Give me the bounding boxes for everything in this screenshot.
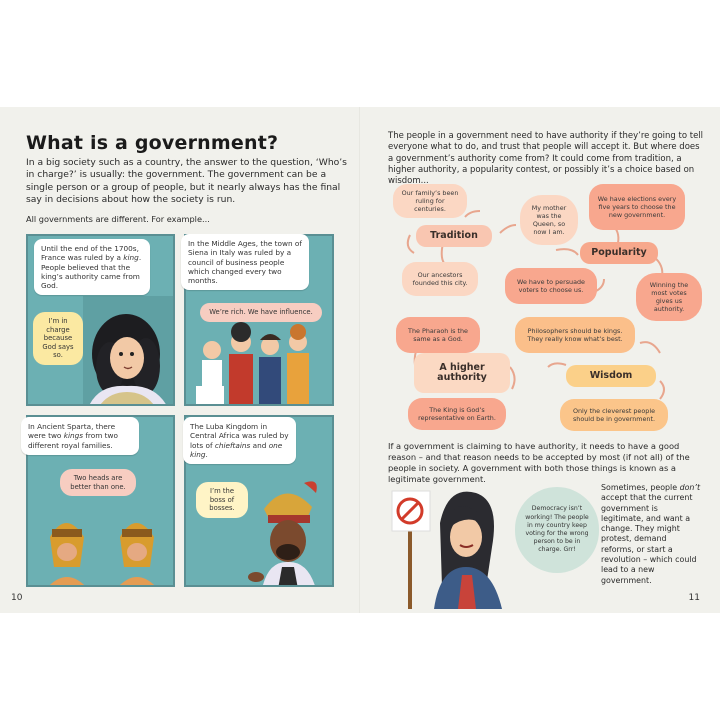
speech-sparta: Two heads are better than one.: [60, 469, 136, 496]
protest-speech-bubble: Democracy isn’t working! The people in m…: [515, 487, 599, 573]
right-intro: The people in a government need to have …: [388, 131, 704, 187]
key-popularity: Popularity: [580, 242, 658, 264]
caption-siena: In the Middle Ages, the town of Siena in…: [181, 234, 309, 291]
bubble-pharaoh: The Pharaoh is the same as a God.: [396, 317, 480, 353]
page-number-right: 11: [688, 593, 700, 603]
intro-note: All governments are different. For examp…: [26, 214, 210, 224]
bubble-king-god: The King is God’s representative on Eart…: [408, 398, 506, 430]
intro-paragraph: In a big society such as a country, the …: [26, 157, 347, 205]
caption-france: Until the end of the 1700s, France was r…: [34, 239, 150, 296]
caption-sparta: In Ancient Sparta, there were two kings …: [21, 417, 139, 455]
bubble-philosophers: Philosophers should be kings. They reall…: [515, 317, 635, 353]
bubble-elections: We have elections every five years to ch…: [589, 184, 685, 230]
caption-luba: The Luba Kingdom in Central Africa was r…: [183, 417, 296, 465]
speech-siena: We’re rich. We have influence.: [200, 303, 322, 322]
book-spread: What is a government? In a big society s…: [0, 107, 720, 613]
speech-luba: I’m the boss of bosses.: [196, 482, 248, 518]
bubble-queen: My mother was the Queen, so now I am.: [520, 195, 578, 245]
key-higher-authority: A higher authority: [414, 353, 510, 393]
bubble-persuade: We have to persuade voters to choose us.: [505, 268, 597, 304]
page-number-left: 10: [11, 593, 23, 603]
side-paragraph: Sometimes, people don’t accept that the …: [601, 483, 701, 585]
legitimacy-paragraph: If a government is claiming to have auth…: [388, 441, 690, 484]
bubble-winning: Winning the most votes gives us authorit…: [636, 273, 702, 321]
page-title: What is a government?: [26, 132, 279, 154]
book-gutter: [359, 107, 361, 613]
key-tradition: Tradition: [416, 225, 492, 247]
bubble-ancestors: Our ancestors founded this city.: [402, 262, 478, 296]
speech-france: I’m in charge because God says so.: [33, 312, 83, 365]
bubble-family: Our family’s been ruling for centuries.: [393, 184, 467, 218]
protester-illustration: [391, 490, 502, 609]
bubble-cleverest: Only the cleverest people should be in g…: [560, 399, 668, 431]
key-wisdom: Wisdom: [566, 365, 656, 387]
